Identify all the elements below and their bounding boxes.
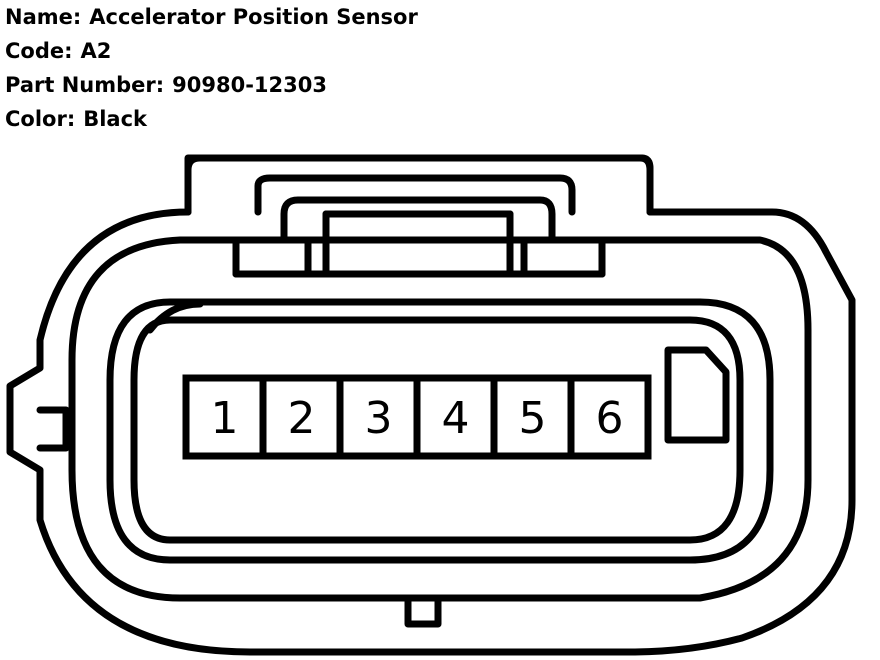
part-number-value: 90980-12303 [172, 73, 327, 97]
pin-label-4: 4 [442, 393, 470, 444]
pin-cell-4 [413, 374, 498, 460]
top-latch-inner [254, 174, 576, 216]
top-latch [184, 154, 654, 216]
connector-info: Name: Accelerator Position Sensor Code: A2… [5, 0, 418, 136]
code-label: Code: [5, 39, 73, 63]
bottom-tab [404, 594, 442, 628]
locking-lever [280, 196, 556, 242]
side-key [664, 346, 730, 444]
pin-label-3: 3 [365, 393, 393, 444]
part-number-line: Part Number: 90980-12303 [5, 68, 418, 102]
pin-cell-6 [567, 374, 652, 460]
part-number-label: Part Number: [5, 73, 165, 97]
pin-label-6: 6 [596, 393, 624, 444]
color-label: Color: [5, 107, 76, 131]
inner-housing [68, 236, 812, 602]
color-value: Black [83, 107, 148, 131]
pin-label-2: 2 [288, 393, 316, 444]
pin-cell-2 [259, 374, 344, 460]
name-line: Name: Accelerator Position Sensor [5, 0, 418, 34]
pin-label-5: 5 [519, 393, 547, 444]
outer-housing [6, 154, 856, 656]
name-label: Name: [5, 5, 82, 29]
code-value: A2 [80, 39, 112, 63]
cavity-inner [130, 316, 744, 544]
code-line: Code: A2 [5, 34, 418, 68]
name-value: Accelerator Position Sensor [89, 5, 418, 29]
pin-label-1: 1 [211, 393, 239, 444]
mating-cavity [106, 298, 774, 564]
left-notch [36, 406, 70, 452]
pin-cell-1 [182, 374, 267, 460]
color-line: Color: Black [5, 102, 418, 136]
pin-cell-3 [336, 374, 421, 460]
